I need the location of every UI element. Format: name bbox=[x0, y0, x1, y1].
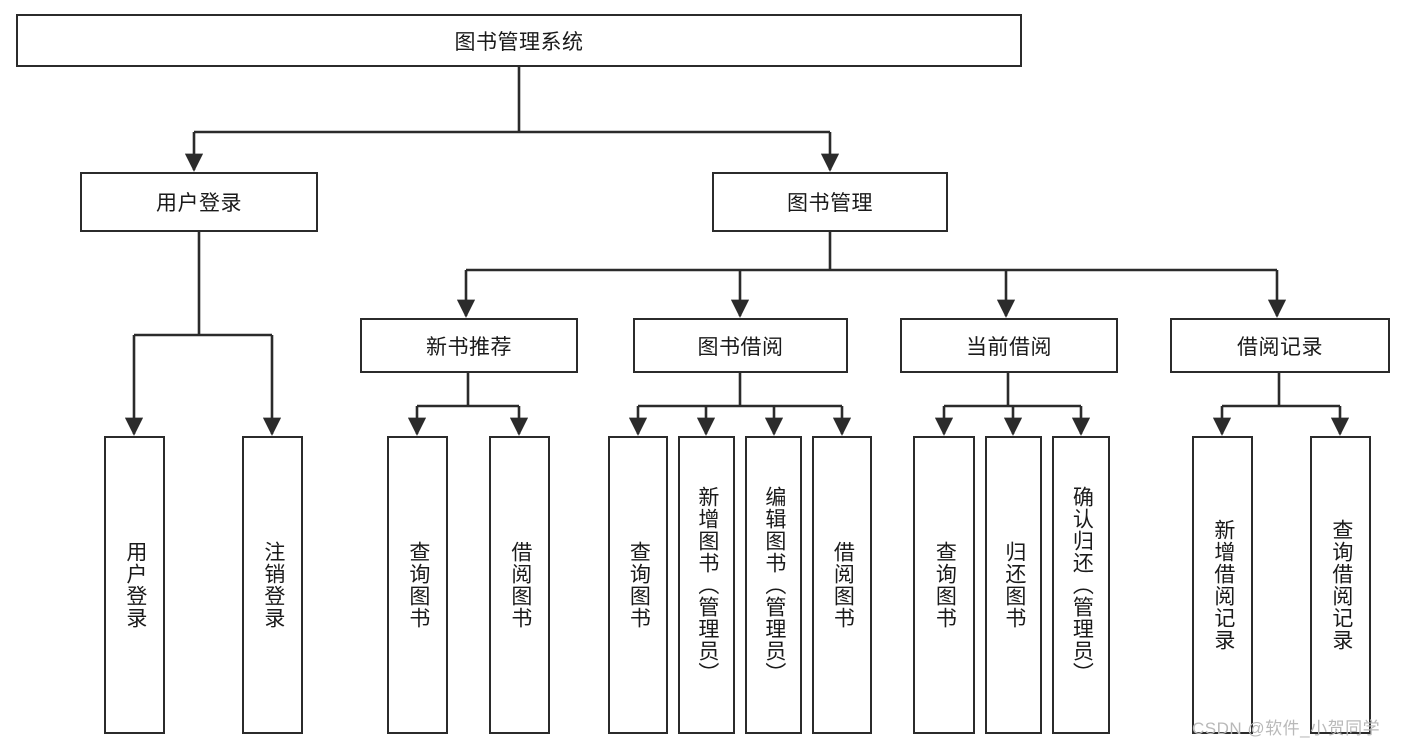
node-leaf-query-book-2[interactable]: 查询图书 bbox=[608, 436, 668, 734]
node-leaf-query-record[interactable]: 查询借阅记录 bbox=[1310, 436, 1371, 734]
node-user-login-label: 用户登录 bbox=[156, 192, 242, 215]
node-borrow-record[interactable]: 借阅记录 bbox=[1170, 318, 1390, 373]
node-leaf-query-book-1-label: 查询图书 bbox=[406, 541, 430, 629]
node-current-borrow-label: 当前借阅 bbox=[966, 335, 1052, 359]
node-leaf-query-book-2-label: 查询图书 bbox=[627, 541, 651, 629]
csdn-watermark: CSDN @软件_小贺同学 bbox=[1192, 719, 1381, 738]
node-leaf-logout[interactable]: 注销登录 bbox=[242, 436, 303, 734]
node-leaf-add-record-label: 新增借阅记录 bbox=[1211, 519, 1235, 651]
node-leaf-query-book-1[interactable]: 查询图书 bbox=[387, 436, 448, 734]
node-book-borrow[interactable]: 图书借阅 bbox=[633, 318, 848, 373]
node-leaf-return-book[interactable]: 归还图书 bbox=[985, 436, 1042, 734]
node-leaf-confirm-return[interactable]: 确认归还（管理员） bbox=[1052, 436, 1110, 734]
node-book-manage-label: 图书管理 bbox=[787, 192, 873, 215]
node-new-book-recommend-label: 新书推荐 bbox=[426, 335, 512, 359]
node-user-login[interactable]: 用户登录 bbox=[80, 172, 318, 232]
node-leaf-user-login-label: 用户登录 bbox=[123, 541, 147, 629]
node-borrow-record-label: 借阅记录 bbox=[1237, 335, 1323, 359]
node-leaf-borrow-book-1-label: 借阅图书 bbox=[508, 541, 532, 629]
node-new-book-recommend[interactable]: 新书推荐 bbox=[360, 318, 578, 373]
node-leaf-borrow-book-1[interactable]: 借阅图书 bbox=[489, 436, 550, 734]
node-leaf-borrow-book-2[interactable]: 借阅图书 bbox=[812, 436, 872, 734]
node-leaf-query-book-3-label: 查询图书 bbox=[933, 541, 957, 629]
node-leaf-add-record[interactable]: 新增借阅记录 bbox=[1192, 436, 1253, 734]
node-leaf-borrow-book-2-label: 借阅图书 bbox=[831, 541, 855, 629]
node-leaf-logout-label: 注销登录 bbox=[261, 541, 285, 629]
node-book-borrow-label: 图书借阅 bbox=[697, 335, 784, 359]
node-leaf-query-book-3[interactable]: 查询图书 bbox=[913, 436, 975, 734]
node-leaf-edit-book-label: 编辑图书（管理员） bbox=[762, 486, 786, 684]
node-leaf-user-login[interactable]: 用户登录 bbox=[104, 436, 165, 734]
node-book-manage[interactable]: 图书管理 bbox=[712, 172, 948, 232]
node-leaf-return-book-label: 归还图书 bbox=[1002, 541, 1026, 629]
node-leaf-query-record-label: 查询借阅记录 bbox=[1329, 519, 1353, 651]
node-leaf-add-book-label: 新增图书（管理员） bbox=[695, 486, 719, 684]
node-leaf-confirm-return-label: 确认归还（管理员） bbox=[1070, 486, 1094, 684]
node-root-label: 图书管理系统 bbox=[454, 30, 584, 54]
node-current-borrow[interactable]: 当前借阅 bbox=[900, 318, 1118, 373]
node-root[interactable]: 图书管理系统 bbox=[16, 14, 1022, 67]
node-leaf-add-book[interactable]: 新增图书（管理员） bbox=[678, 436, 735, 734]
node-leaf-edit-book[interactable]: 编辑图书（管理员） bbox=[745, 436, 802, 734]
